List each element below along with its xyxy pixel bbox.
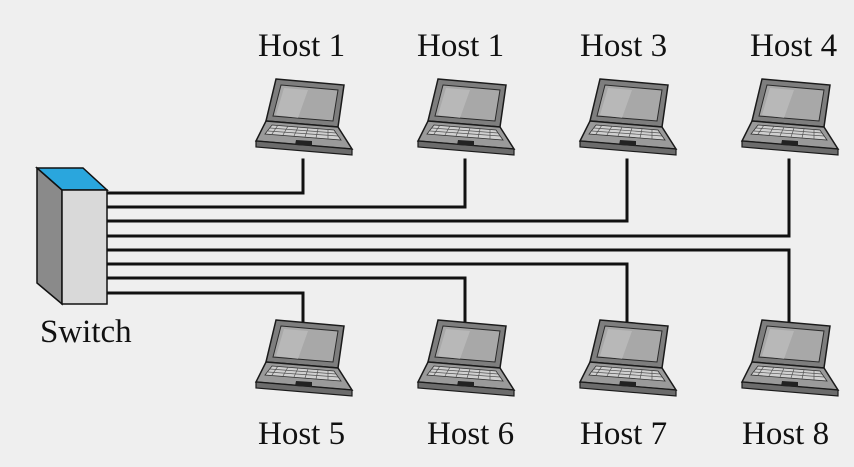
host-label-top-4: Host 4 (750, 28, 838, 64)
laptop-icon (248, 77, 358, 162)
host-label-bottom-7: Host 7 (580, 416, 668, 452)
switch-side (36, 166, 63, 306)
laptop-icon (734, 77, 844, 162)
laptop-icon (410, 77, 520, 162)
host-label-bottom-6: Host 6 (427, 416, 515, 452)
host-label-top-2: Host 1 (417, 28, 505, 64)
wire-host-2 (105, 158, 467, 209)
laptop-icon (572, 318, 682, 403)
wire-host-4 (105, 158, 791, 238)
wire-host-6 (105, 276, 467, 327)
laptop-icon (410, 318, 520, 403)
laptop-icon (248, 318, 358, 403)
switch-label: Switch (40, 314, 132, 350)
laptop-icon (734, 318, 844, 403)
host-label-top-3: Host 3 (580, 28, 668, 64)
wire-host-3 (105, 158, 629, 223)
host-label-bottom-8: Host 8 (742, 416, 830, 452)
switch-front (61, 189, 108, 305)
wire-host-5 (105, 291, 305, 327)
wire-host-1 (105, 158, 305, 195)
wire-host-8 (105, 248, 791, 327)
wire-host-7 (105, 262, 629, 327)
host-label-top-1: Host 1 (258, 28, 346, 64)
laptop-icon (572, 77, 682, 162)
host-label-bottom-5: Host 5 (258, 416, 346, 452)
